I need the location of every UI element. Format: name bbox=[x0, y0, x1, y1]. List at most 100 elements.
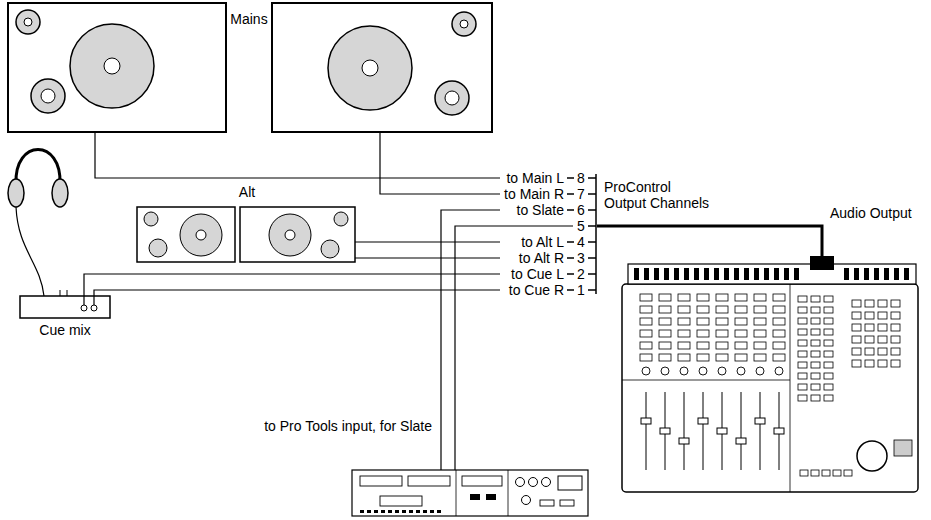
pin-tick bbox=[588, 257, 596, 259]
wire bbox=[355, 257, 500, 258]
strip-button bbox=[640, 354, 652, 361]
label-slot: to Cue L bbox=[511, 266, 564, 282]
pin-tick bbox=[588, 289, 596, 291]
pin-number: 2 bbox=[577, 266, 585, 282]
pin-ticks bbox=[567, 178, 596, 290]
keypad-button bbox=[878, 348, 887, 355]
transport-button bbox=[798, 362, 807, 368]
port-connector bbox=[462, 476, 502, 486]
woofer bbox=[269, 214, 311, 256]
fader-track bbox=[760, 392, 761, 470]
keypad-button bbox=[865, 348, 874, 355]
strip-button bbox=[773, 342, 785, 349]
keypad-button bbox=[891, 336, 900, 343]
keypad-button bbox=[865, 324, 874, 331]
transport-button bbox=[798, 329, 807, 335]
transport-button bbox=[798, 296, 807, 302]
label-slot: 6 bbox=[577, 202, 585, 218]
keypad-button bbox=[891, 348, 900, 355]
label-slot: to Slate bbox=[517, 202, 564, 218]
pin-label: to Cue R bbox=[509, 282, 564, 298]
transport-button bbox=[811, 362, 820, 368]
node-label: Alt bbox=[239, 184, 255, 200]
keypad-button bbox=[878, 360, 887, 367]
wire bbox=[94, 290, 500, 305]
port-pin bbox=[409, 510, 413, 513]
strip-button bbox=[735, 306, 747, 313]
transport-button bbox=[811, 318, 820, 324]
meter-key bbox=[714, 268, 719, 280]
port-pin bbox=[374, 510, 378, 513]
console-divider bbox=[790, 284, 791, 492]
meter-key bbox=[684, 268, 689, 280]
tweeter bbox=[452, 12, 476, 36]
cue-jack bbox=[81, 305, 87, 311]
keypad-button bbox=[852, 336, 861, 343]
transport-button bbox=[798, 340, 807, 346]
port-pin bbox=[381, 510, 385, 513]
label-slot: 7 bbox=[577, 186, 585, 202]
transport-button bbox=[798, 395, 807, 401]
keypad-button bbox=[852, 348, 861, 355]
keypad-button bbox=[865, 360, 874, 367]
pin-label: to Main L bbox=[506, 170, 564, 186]
pin-tick bbox=[588, 273, 596, 275]
strip-button bbox=[659, 318, 671, 325]
port-connector bbox=[486, 494, 496, 500]
port-pin bbox=[402, 510, 406, 513]
strip-button bbox=[659, 354, 671, 361]
label-slot: to Alt L bbox=[521, 234, 564, 250]
strip-button bbox=[735, 294, 747, 301]
meter-key bbox=[724, 268, 729, 280]
midrange-center bbox=[41, 89, 55, 103]
wire bbox=[441, 210, 500, 470]
strip-knob bbox=[661, 367, 669, 375]
transport-button bbox=[824, 329, 833, 335]
console-meter-bridge bbox=[628, 264, 916, 284]
strip-button bbox=[640, 342, 652, 349]
pin-tick bbox=[588, 177, 596, 179]
fader-cap bbox=[698, 418, 708, 424]
keypad-button bbox=[878, 300, 887, 307]
meter-key bbox=[694, 268, 699, 280]
pin-number: 5 bbox=[577, 218, 585, 234]
speaker-cabinet bbox=[8, 3, 226, 132]
meter-key bbox=[894, 268, 899, 280]
transport-button bbox=[811, 351, 820, 357]
db25-connector bbox=[360, 476, 402, 486]
meter-key bbox=[794, 268, 799, 280]
keypad-button bbox=[878, 324, 887, 331]
strip-button bbox=[735, 318, 747, 325]
transport-button bbox=[824, 384, 833, 390]
strip-knob bbox=[775, 367, 783, 375]
strip-button bbox=[754, 294, 766, 301]
transport-button bbox=[811, 384, 820, 390]
output-bracket bbox=[595, 174, 597, 294]
wire bbox=[455, 226, 573, 470]
fader-track bbox=[684, 392, 685, 470]
keypad-button bbox=[891, 300, 900, 307]
node-label: Cue mix bbox=[39, 322, 90, 338]
woofer-center bbox=[196, 230, 206, 240]
touchpad bbox=[894, 440, 912, 456]
pin-label: to Alt L bbox=[521, 234, 564, 250]
xlr-jack bbox=[542, 478, 551, 487]
port-connector bbox=[540, 500, 554, 506]
label-slot: 2 bbox=[577, 266, 585, 282]
strip-button bbox=[640, 306, 652, 313]
strip-button bbox=[678, 294, 690, 301]
strip-button bbox=[697, 354, 709, 361]
pin-number: 3 bbox=[577, 250, 585, 266]
transport-button bbox=[798, 373, 807, 379]
fader-track bbox=[703, 392, 704, 470]
strip-knob bbox=[699, 367, 707, 375]
port-pin bbox=[416, 510, 420, 513]
node-label: Mains bbox=[230, 11, 267, 27]
cue-mix-box: Cue mix bbox=[14, 294, 116, 342]
speaker-cabinet bbox=[137, 207, 235, 262]
pin-number: 7 bbox=[577, 186, 585, 202]
pin-number: 6 bbox=[577, 202, 585, 218]
midrange bbox=[435, 81, 469, 115]
strip-knob bbox=[680, 367, 688, 375]
strip-button bbox=[697, 330, 709, 337]
